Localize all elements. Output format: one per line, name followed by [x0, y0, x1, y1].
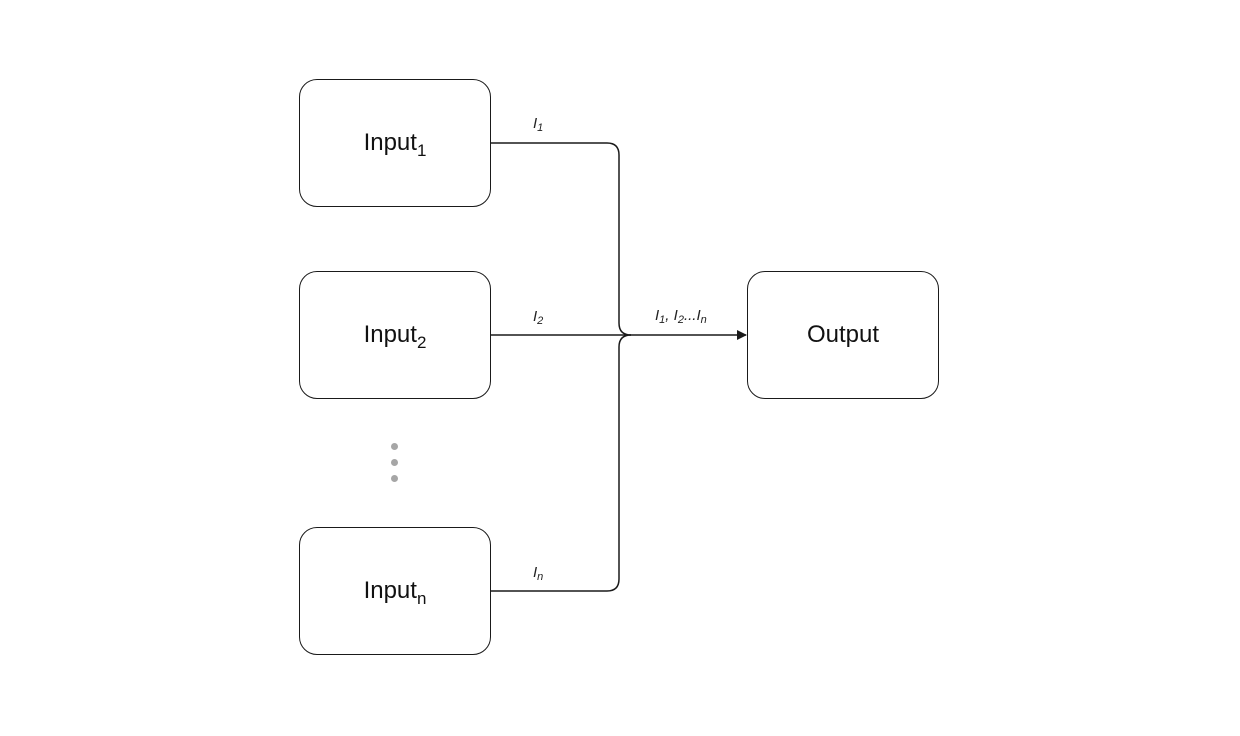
edge-input-1	[491, 142, 632, 336]
output-label: Output	[806, 321, 880, 348]
ellipsis-dot	[391, 443, 398, 450]
edge-label-1: I1	[533, 115, 544, 134]
output-node[interactable]: Output	[747, 271, 939, 399]
input-2-node[interactable]: Input2	[299, 271, 491, 399]
input-1-node[interactable]: Input1	[299, 79, 491, 207]
input-n-node[interactable]: Inputn	[299, 527, 491, 655]
input-2-label: Input2	[363, 321, 427, 352]
edge-label-merged: I1, I2...In	[655, 307, 707, 326]
edge-label-2: I2	[533, 308, 544, 327]
edge-label-n: In	[533, 564, 544, 583]
ellipsis-dot	[391, 459, 398, 466]
edge-input-n	[491, 334, 632, 592]
input-1-label: Input1	[363, 129, 427, 160]
vertical-ellipsis-icon	[388, 440, 402, 486]
ellipsis-dot	[391, 475, 398, 482]
input-n-label: Inputn	[363, 577, 427, 608]
